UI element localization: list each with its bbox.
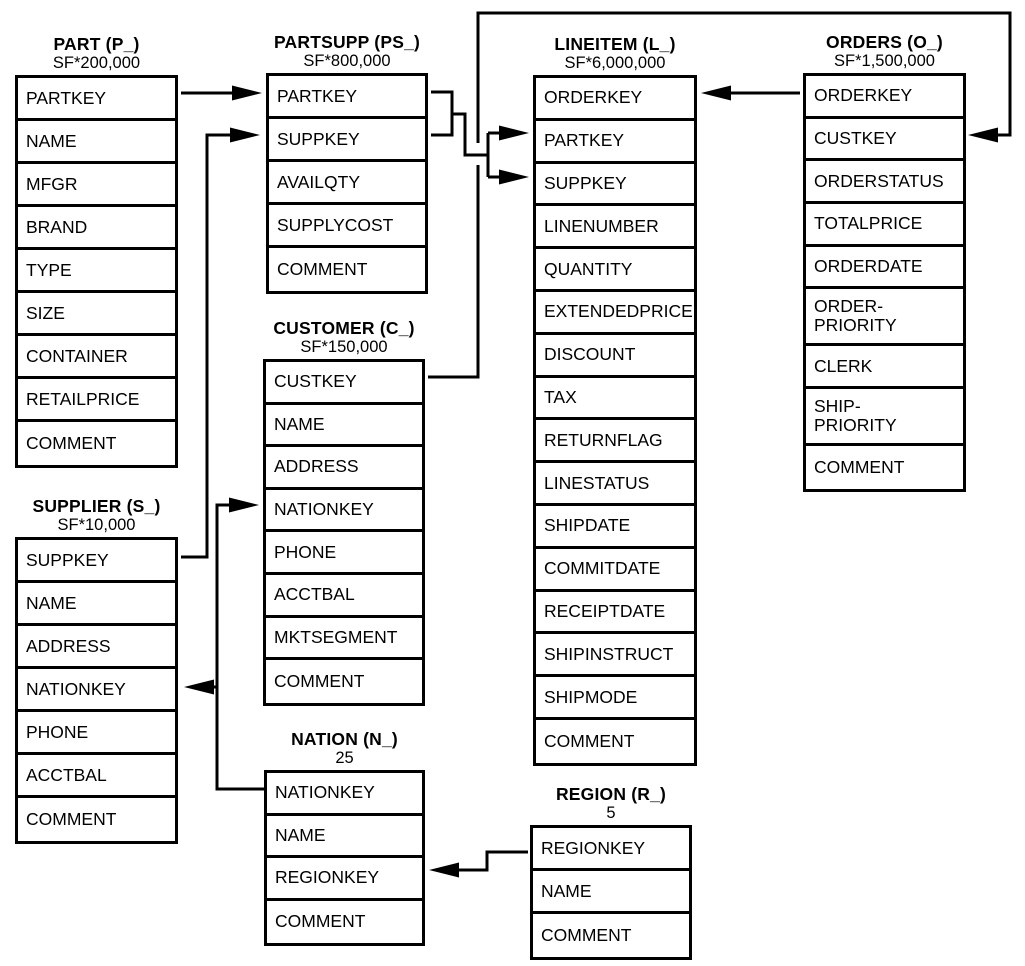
column-part-name: NAME: [18, 121, 175, 164]
column-customer-nationkey: NATIONKEY: [266, 490, 422, 533]
column-supplier-address: ADDRESS: [18, 626, 175, 669]
table-cardinality-customer: SF*150,000: [300, 338, 388, 356]
column-lineitem-discount: DISCOUNT: [536, 335, 694, 378]
column-orders-order-priority: ORDER- PRIORITY: [806, 289, 963, 347]
column-orders-orderdate: ORDERDATE: [806, 247, 963, 290]
table-cardinality-nation: 25: [335, 749, 354, 767]
column-part-retailprice: RETAILPRICE: [18, 379, 175, 422]
table-title-lineitem: LINEITEM (L_): [554, 34, 676, 54]
column-supplier-suppkey: SUPPKEY: [18, 540, 175, 583]
column-nation-comment: COMMENT: [275, 911, 366, 932]
column-customer-comment: COMMENT: [274, 670, 365, 691]
column-nation-nationkey: NATIONKEY: [267, 773, 422, 816]
column-partsupp-supplycost: SUPPLYCOST: [269, 205, 425, 248]
column-nation-regionkey: REGIONKEY: [267, 858, 422, 901]
column-customer-address: ADDRESS: [266, 447, 422, 490]
connector-line-partsupp-lineitem: [452, 112, 488, 157]
column-supplier-name: NAME: [18, 583, 175, 626]
column-customer-phone: PHONE: [266, 532, 422, 575]
column-customer-name: NAME: [266, 405, 422, 448]
table-title-nation: NATION (N_): [291, 729, 398, 749]
column-part-size: SIZE: [18, 293, 175, 336]
column-lineitem-returnflag: RETURNFLAG: [536, 420, 694, 464]
column-lineitem-receiptdate: RECEIPTDATE: [536, 592, 694, 635]
column-part-comment: COMMENT: [26, 433, 117, 453]
column-partsupp-comment: COMMENT: [277, 259, 368, 279]
column-part-brand: BRAND: [18, 207, 175, 250]
table-title-partsupp: PARTSUPP (PS_): [273, 32, 421, 52]
column-nation-name: NAME: [267, 816, 422, 858]
column-lineitem-shipmode: SHIPMODE: [536, 677, 694, 720]
column-region-comment: COMMENT: [541, 925, 632, 945]
column-lineitem-orderkey: ORDERKEY: [536, 78, 694, 121]
column-supplier-comment: COMMENT: [26, 809, 117, 829]
table-title-region: REGION (R_): [555, 784, 667, 804]
column-orders-custkey: CUSTKEY: [806, 119, 963, 162]
column-customer-acctbal: ACCTBAL: [266, 575, 422, 618]
table-title-supplier: SUPPLIER (S_): [32, 496, 161, 516]
table-cardinality-partsupp: SF*800,000: [303, 52, 391, 70]
column-lineitem-shipinstruct: SHIPINSTRUCT: [536, 634, 694, 678]
column-supplier-nationkey: NATIONKEY: [18, 669, 175, 712]
column-supplier-phone: PHONE: [18, 712, 175, 755]
column-part-partkey: PARTKEY: [18, 78, 175, 121]
column-lineitem-suppkey: SUPPKEY: [536, 164, 694, 207]
column-region-name: NAME: [533, 871, 689, 914]
column-part-mfgr: MFGR: [18, 164, 175, 207]
table-cardinality-lineitem: SF*6,000,000: [564, 54, 666, 72]
table-cardinality-part: SF*200,000: [52, 54, 141, 72]
column-lineitem-comment: COMMENT: [544, 730, 635, 751]
column-part-container: CONTAINER: [18, 336, 175, 379]
column-orders-orderstatus: ORDERSTATUS: [806, 161, 963, 205]
column-partsupp-partkey: PARTKEY: [269, 76, 425, 119]
table-cardinality-region: 5: [606, 804, 616, 822]
column-lineitem-commitdate: COMMITDATE: [536, 549, 694, 592]
column-region-regionkey: REGIONKEY: [533, 828, 689, 871]
table-title-part: PART (P_): [53, 34, 140, 54]
table-title-customer: CUSTOMER (C_): [273, 318, 415, 338]
column-lineitem-tax: TAX: [536, 378, 694, 421]
column-lineitem-quantity: QUANTITY: [536, 249, 694, 292]
column-partsupp-suppkey: SUPPKEY: [269, 119, 425, 162]
column-supplier-acctbal: ACCTBAL: [18, 755, 175, 798]
column-orders-totalprice: TOTALPRICE: [806, 204, 963, 247]
column-orders-ship-priority: SHIP- PRIORITY: [806, 389, 963, 447]
column-orders-clerk: CLERK: [806, 346, 963, 390]
table-title-orders: ORDERS (O_): [826, 32, 943, 52]
column-orders-comment: COMMENT: [814, 456, 905, 477]
column-lineitem-shipdate: SHIPDATE: [536, 506, 694, 549]
column-lineitem-linenumber: LINENUMBER: [536, 206, 694, 250]
column-customer-custkey: CUSTKEY: [266, 362, 422, 405]
column-orders-orderkey: ORDERKEY: [806, 76, 963, 119]
column-customer-mktsegment: MKTSEGMENT: [266, 618, 422, 661]
column-lineitem-partkey: PARTKEY: [536, 121, 694, 164]
column-lineitem-linestatus: LINESTATUS: [536, 463, 694, 506]
table-cardinality-supplier: SF*10,000: [57, 516, 136, 534]
column-lineitem-extendedprice: EXTENDEDPRICE: [536, 292, 694, 335]
column-partsupp-availqty: AVAILQTY: [269, 162, 425, 205]
column-part-type: TYPE: [18, 250, 175, 293]
table-cardinality-orders: SF*1,500,000: [834, 52, 935, 70]
